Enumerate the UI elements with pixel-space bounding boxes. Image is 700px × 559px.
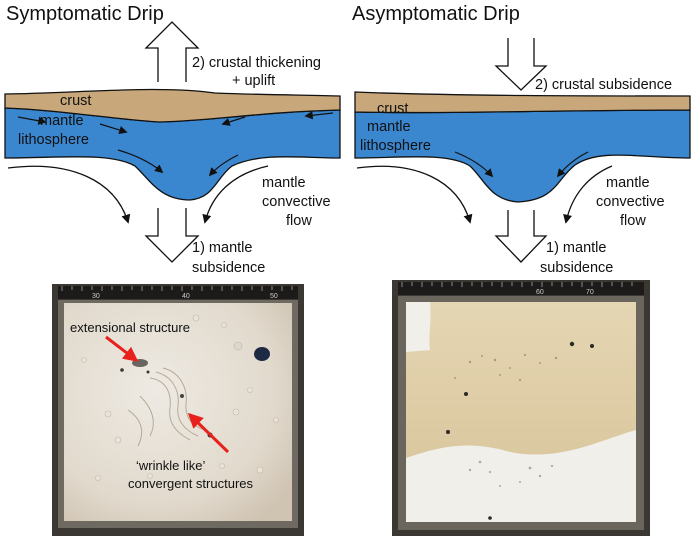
ruler: [58, 286, 298, 299]
small-arrow-icon: [454, 151, 494, 178]
hollow-up-arrow-icon: [144, 21, 200, 82]
mantle-label: mantle: [367, 119, 411, 135]
small-arrow-icon: [208, 154, 239, 177]
subsidence-label: subsidence: [192, 260, 265, 276]
crust-layer: [4, 88, 341, 123]
mantle-subsidence-label: 1) mantle: [192, 240, 252, 256]
curved-arrow-icon: [356, 165, 473, 224]
small-arrow-icon: [221, 116, 246, 126]
symptomatic-panel: Symptomatic Drip crust mantle lithospher…: [4, 3, 341, 276]
ruler-number: 70: [586, 289, 594, 296]
panel-title: Symptomatic Drip: [6, 3, 164, 25]
uplift-label: + uplift: [232, 73, 275, 89]
hollow-down-arrow-icon: [144, 208, 200, 263]
lithosphere-label: lithosphere: [360, 138, 431, 154]
hollow-down-arrow-icon: [494, 210, 548, 263]
dark-blob: [254, 347, 270, 361]
lithosphere-label: lithosphere: [18, 132, 89, 148]
hollow-down-arrow-icon: [494, 38, 548, 91]
convective-label: convective: [596, 194, 665, 210]
surface-craters: [81, 314, 279, 481]
wrinkle-label: ‘wrinkle like’: [136, 458, 205, 473]
white-sand-bottom: [406, 430, 636, 522]
crustal-subsidence-label: 2) crustal subsidence: [535, 77, 672, 93]
ruler-ticks: [401, 282, 633, 287]
small-arrow-icon: [99, 123, 128, 135]
small-arrow-icon: [304, 111, 334, 120]
asymptomatic-experiment-photo: 60 70: [392, 280, 650, 536]
ruler-number: 40: [182, 293, 190, 300]
crust-label: crust: [60, 93, 91, 109]
panel-title: Asymptomatic Drip: [352, 3, 520, 25]
convective-label: convective: [262, 194, 331, 210]
dark-speckles: [454, 353, 558, 487]
curved-arrow-icon: [563, 165, 613, 224]
crater: [233, 341, 243, 351]
wrinkle-structures: [127, 367, 206, 447]
small-arrow-icon: [117, 149, 164, 174]
grain: [569, 341, 575, 347]
flow-label: flow: [286, 213, 312, 229]
crust-layer: [354, 91, 691, 114]
mantle-label: mantle: [40, 113, 84, 129]
grain: [446, 430, 450, 434]
ruler: [398, 282, 644, 295]
mantle-flow-label: mantle: [262, 175, 306, 191]
crustal-thickening-label: 2) crustal thickening: [192, 55, 321, 71]
grain: [590, 344, 594, 348]
mantle-subsidence-label: 1) mantle: [546, 240, 606, 256]
grain: [120, 368, 124, 372]
extensional-structure-label: extensional structure: [70, 320, 190, 335]
grain: [464, 392, 468, 396]
curved-arrow-icon: [7, 165, 131, 224]
red-arrow-icon: [187, 412, 230, 454]
small-arrow-icon: [17, 116, 47, 125]
convergent-structures-label: convergent structures: [128, 476, 254, 491]
mantle-flow-label: mantle: [606, 175, 650, 191]
ruler-number: 30: [92, 293, 100, 300]
asymptomatic-panel: Asymptomatic Drip crust mantle lithosphe…: [352, 3, 691, 276]
ruler-number: 50: [270, 293, 278, 300]
flow-label: flow: [620, 213, 646, 229]
grain: [488, 516, 492, 520]
white-sand-left: [406, 302, 431, 352]
crust-label: crust: [377, 101, 408, 117]
grain: [146, 370, 150, 374]
red-arrow-icon: [105, 335, 139, 362]
ruler-number: 60: [536, 289, 544, 296]
small-arrow-icon: [556, 151, 589, 178]
ruler-ticks: [61, 286, 293, 291]
grain: [180, 394, 184, 398]
symptomatic-experiment-photo: 30 40 50 extensional structure: [52, 284, 304, 536]
subsidence-label: subsidence: [540, 260, 613, 276]
curved-arrow-icon: [202, 165, 269, 224]
